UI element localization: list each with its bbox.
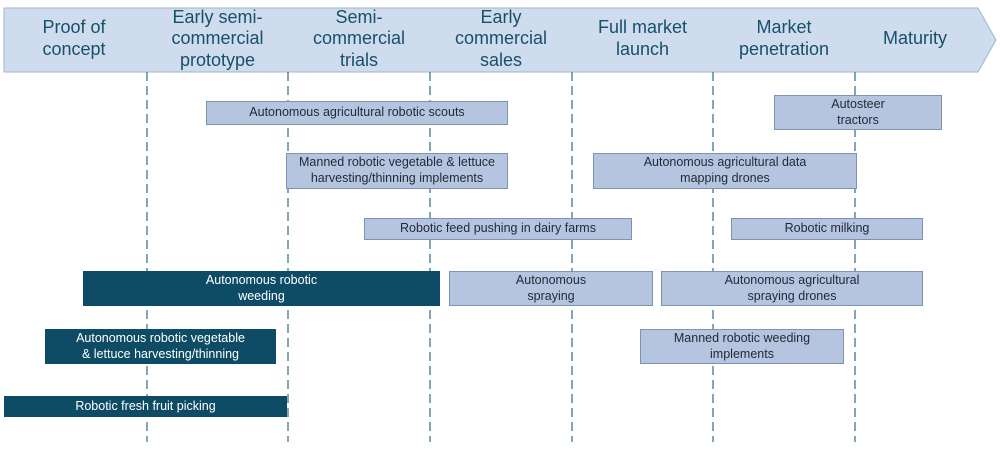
tech-bar-manned-weeding: Manned robotic weeding implements	[640, 329, 844, 364]
stage-market-penetration: Market penetration	[738, 17, 830, 59]
tech-bar-fruit-picking: Robotic fresh fruit picking	[4, 396, 287, 417]
stage-early-commercial-sales: Early commercial sales	[454, 6, 547, 70]
tech-bar-manned-vegetable-harvesting: Manned robotic vegetable & lettuce harve…	[286, 153, 508, 189]
tech-bar-mapping-drones: Autonomous agricultural data mapping dro…	[593, 153, 857, 189]
tech-bar-spraying-drones: Autonomous agricultural spraying drones	[661, 271, 923, 306]
stage-proof-of-concept: Proof of concept	[42, 17, 106, 59]
stage-full-market-launch: Full market launch	[597, 17, 687, 59]
tech-bar-autonomous-weeding: Autonomous robotic weeding	[83, 271, 440, 306]
stage-arrow-banner	[3, 7, 997, 73]
tech-bar-robotic-milking: Robotic milking	[731, 218, 923, 240]
tech-bar-autosteer-tractors: Autosteer tractors	[774, 95, 942, 130]
tech-bar-robotic-scouts: Autonomous agricultural robotic scouts	[206, 101, 508, 125]
tech-bar-autonomous-vegetable-harvesting: Autonomous robotic vegetable & lettuce h…	[45, 329, 276, 364]
tech-bar-feed-pushing: Robotic feed pushing in dairy farms	[364, 218, 632, 240]
tech-bar-autonomous-spraying: Autonomous spraying	[449, 271, 653, 306]
stage-semi-commercial-trials: Semi- commercial trials	[312, 6, 405, 70]
stage-maturity: Maturity	[882, 28, 947, 49]
stage-early-semi-commercial-prototype: Early semi- commercial prototype	[171, 6, 264, 70]
